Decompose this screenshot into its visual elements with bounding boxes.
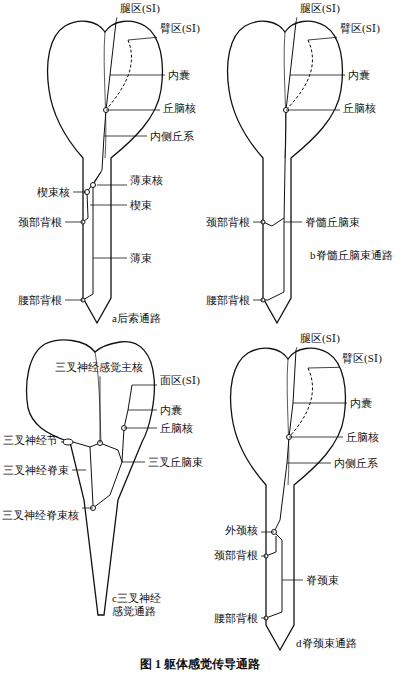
leader-line (293, 403, 347, 404)
pathway-a (81, 22, 131, 302)
leader-line (290, 75, 345, 76)
structure-label: 丘脑核 (346, 431, 379, 444)
leader-line (253, 300, 263, 301)
leader-line (65, 222, 83, 223)
structure-label: 丘脑核 (160, 422, 193, 435)
leader-line (61, 442, 64, 443)
structure-label: 颈部背根 (214, 549, 258, 562)
leader-line (65, 300, 83, 301)
leader-line (97, 185, 127, 186)
structure-label: 腿区(SⅠ) (300, 332, 340, 345)
leader-line (93, 258, 127, 259)
structure-label: 薄束核 (130, 174, 163, 187)
structure-label: 臂区(SⅠ) (340, 22, 380, 35)
leader-line (282, 580, 303, 581)
structure-label: 面区(SⅠ) (160, 374, 202, 387)
leader-line (73, 192, 86, 193)
structure-label: d脊颈束通路 (296, 637, 357, 650)
structure-label: 三叉神经脊束 (3, 464, 69, 477)
structure-label: 臂区(SⅠ) (160, 22, 200, 35)
figure-caption: 图 1 躯体感觉传导通路 (140, 656, 260, 673)
structure-label: 丘脑核 (343, 102, 376, 115)
pathway-d (264, 350, 313, 620)
leader-line (104, 136, 147, 137)
structure-label: 腰部背根 (206, 294, 250, 307)
leader-line (261, 618, 266, 619)
structure-label: 三叉丘脑束 (148, 456, 203, 469)
structure-label: 内囊 (348, 69, 370, 82)
structure-label: 三叉神经节 (3, 434, 58, 447)
leader-line (82, 508, 93, 509)
leader-line (90, 205, 127, 206)
leader-line (116, 17, 117, 22)
brain-outline-c (27, 340, 155, 615)
structure-label: 三叉神经脊束核 (2, 509, 79, 522)
structure-label: 臂区(SⅠ) (342, 352, 382, 365)
structure-label: 腿区(SⅠ) (120, 2, 160, 15)
leader-line (296, 17, 297, 22)
structure-label: 内囊 (168, 69, 190, 82)
leader-line (132, 385, 157, 386)
leader-line (284, 222, 302, 223)
leader-line (124, 428, 157, 429)
structure-label: 薄束 (130, 252, 152, 265)
structure-label: 颈部背根 (18, 216, 62, 229)
structure-label: 楔束核 (37, 186, 70, 199)
leader-line (261, 532, 274, 533)
leader-line (128, 410, 157, 411)
structure-label: 腰部背根 (18, 294, 62, 307)
structure-label: 丘脑核 (163, 102, 196, 115)
leader-line (106, 110, 160, 111)
structure-label: 内侧丘系 (334, 457, 378, 470)
structure-label: 楔束 (130, 199, 152, 212)
pathway-b (261, 22, 312, 302)
structure-label: a后索通路 (112, 312, 161, 325)
brain-outline-d (231, 348, 346, 650)
leader-line (253, 222, 263, 223)
structure-label: 腰部背根 (214, 612, 258, 625)
structure-label: 脊颈束 (306, 574, 339, 587)
structure-label: 脊髓丘脑束 (305, 216, 360, 229)
brain-outline-a (48, 21, 163, 323)
brain-outline-b (228, 21, 343, 323)
leader-line (308, 367, 339, 369)
leader-line (72, 470, 86, 471)
structure-label: 内侧丘系 (150, 130, 194, 143)
leader-line (308, 37, 337, 40)
structure-label: 内囊 (350, 397, 372, 410)
structure-label: c三叉神经感觉通路 (112, 592, 170, 617)
pathway-c (63, 385, 132, 511)
leader-line (261, 556, 266, 557)
structure-label: 外颈核 (225, 524, 258, 537)
structure-label: 三叉神经感觉主核 (55, 361, 143, 374)
leader-line (289, 437, 343, 438)
structure-label: 腿区(SⅠ) (300, 2, 340, 15)
leader-line (128, 37, 157, 40)
leader-line (296, 347, 297, 350)
leader-line (122, 462, 145, 463)
structure-label: b脊髓丘脑束通路 (310, 249, 394, 262)
leader-line (287, 463, 331, 464)
leader-line (100, 376, 101, 443)
structure-label: 内囊 (160, 404, 182, 417)
leader-line (286, 110, 340, 111)
structure-label: 颈部背根 (206, 216, 250, 229)
leader-line (110, 75, 165, 76)
